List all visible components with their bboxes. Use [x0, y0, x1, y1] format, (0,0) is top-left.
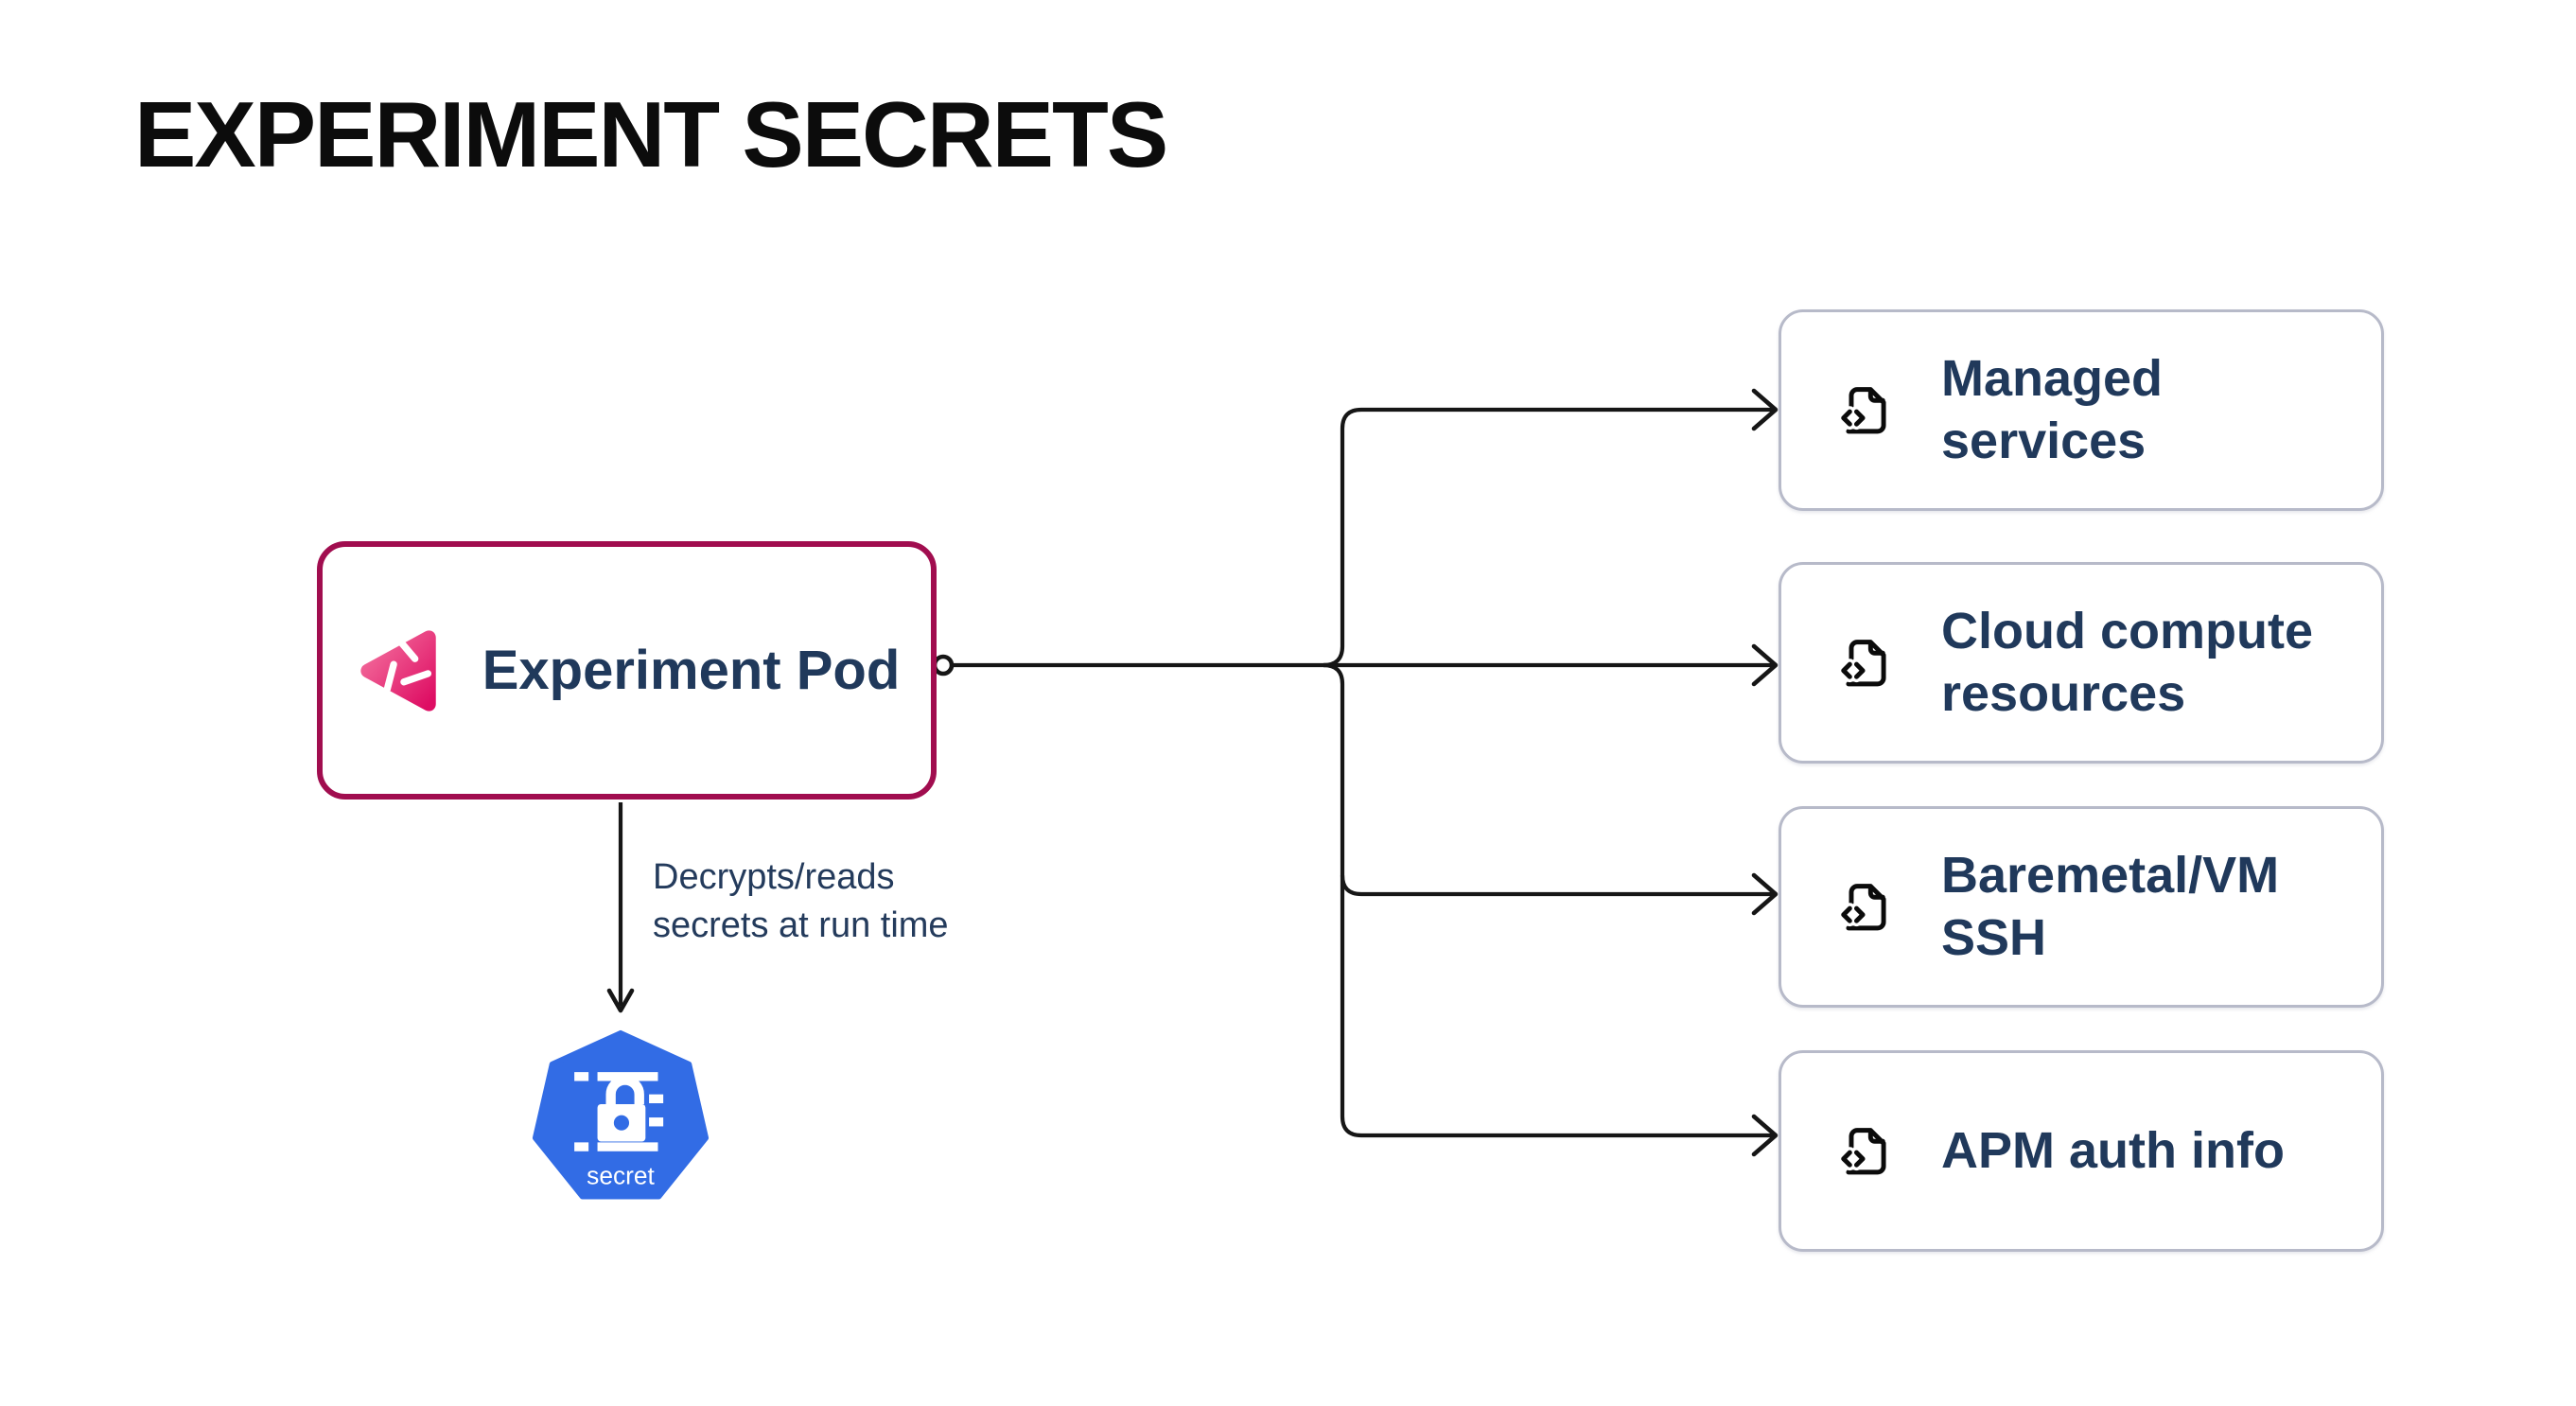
connector-dot [932, 654, 955, 677]
annotation-line-1: Decrypts/reads [653, 857, 895, 897]
target-label: APM auth info [1941, 1121, 2285, 1179]
file-code-icon [1837, 386, 1886, 433]
secret-label: secret [587, 1162, 655, 1190]
lock-keyhole [613, 1115, 630, 1131]
edge-pod-to-baremetal [1340, 874, 1775, 897]
target-box-baremetal-ssh: Baremetal/VM SSH [1779, 806, 2384, 1008]
target-label: Cloud compute resources [1941, 602, 2313, 722]
target-box-cloud-compute: Cloud compute resources [1779, 562, 2384, 764]
arrowhead-managed-services [1751, 388, 1779, 431]
kubernetes-secret-icon: secret [532, 1029, 710, 1200]
edge-pod-to-managed-services [1323, 407, 1775, 668]
experiment-logo-icon [360, 629, 436, 712]
arrowhead-secret [606, 988, 635, 1013]
edge-annotation: Decrypts/reads secrets at run time [653, 853, 949, 951]
target-label: Baremetal/VM SSH [1941, 846, 2280, 966]
target-label: Managed services [1941, 349, 2164, 469]
experiment-pod-node: Experiment Pod [317, 541, 937, 800]
file-code-icon [1837, 639, 1886, 686]
arrowhead-apm [1751, 1114, 1779, 1157]
file-code-icon [1837, 883, 1886, 930]
target-box-apm-auth: APM auth info [1779, 1050, 2384, 1252]
arrowhead-cloud-compute [1751, 643, 1779, 687]
annotation-line-2: secrets at run time [653, 905, 949, 946]
page-title: EXPERIMENT SECRETS [134, 82, 1168, 186]
edge-pod-to-apm [1323, 662, 1775, 1138]
pod-label: Experiment Pod [482, 640, 901, 701]
lock-shackle [605, 1075, 644, 1104]
file-code-icon [1837, 1127, 1886, 1174]
arrowhead-baremetal [1751, 872, 1779, 916]
target-box-managed-services: Managed services [1779, 309, 2384, 511]
kubernetes-secret-node: secret [532, 1029, 710, 1207]
